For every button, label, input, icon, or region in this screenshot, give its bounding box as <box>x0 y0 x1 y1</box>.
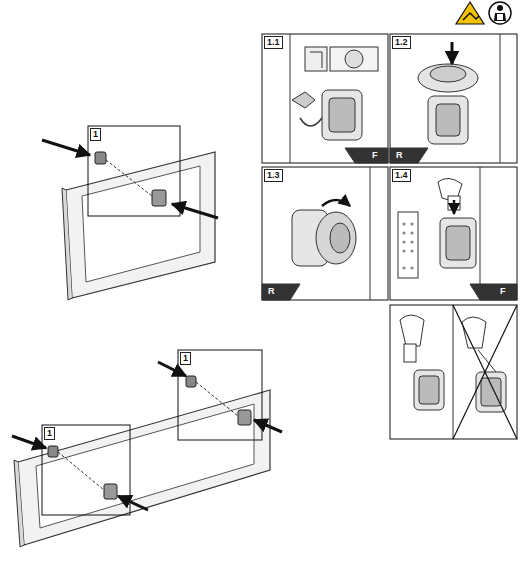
step-1-3-illustration <box>262 167 370 300</box>
step-number: 1.2 <box>392 36 411 49</box>
callout-number: 1 <box>44 427 55 440</box>
callout-number: 1 <box>180 352 191 365</box>
step-number: 1.3 <box>264 169 283 182</box>
step-1-1-illustration <box>290 34 388 163</box>
view-letter: R <box>268 287 275 296</box>
step-1-4-illustration <box>398 167 517 300</box>
panel-small <box>42 126 218 300</box>
view-letter: F <box>372 151 378 160</box>
warning-icons <box>456 2 511 24</box>
view-letter: F <box>500 287 506 296</box>
panel-long <box>12 350 282 547</box>
view-letter: R <box>396 151 403 160</box>
step-panels <box>262 34 517 439</box>
step-number: 1.1 <box>264 36 283 49</box>
step-number: 1.4 <box>392 169 411 182</box>
callout-number: 1 <box>90 128 101 141</box>
step-1-2-illustration <box>390 34 500 163</box>
peel-correct-incorrect <box>400 305 517 439</box>
